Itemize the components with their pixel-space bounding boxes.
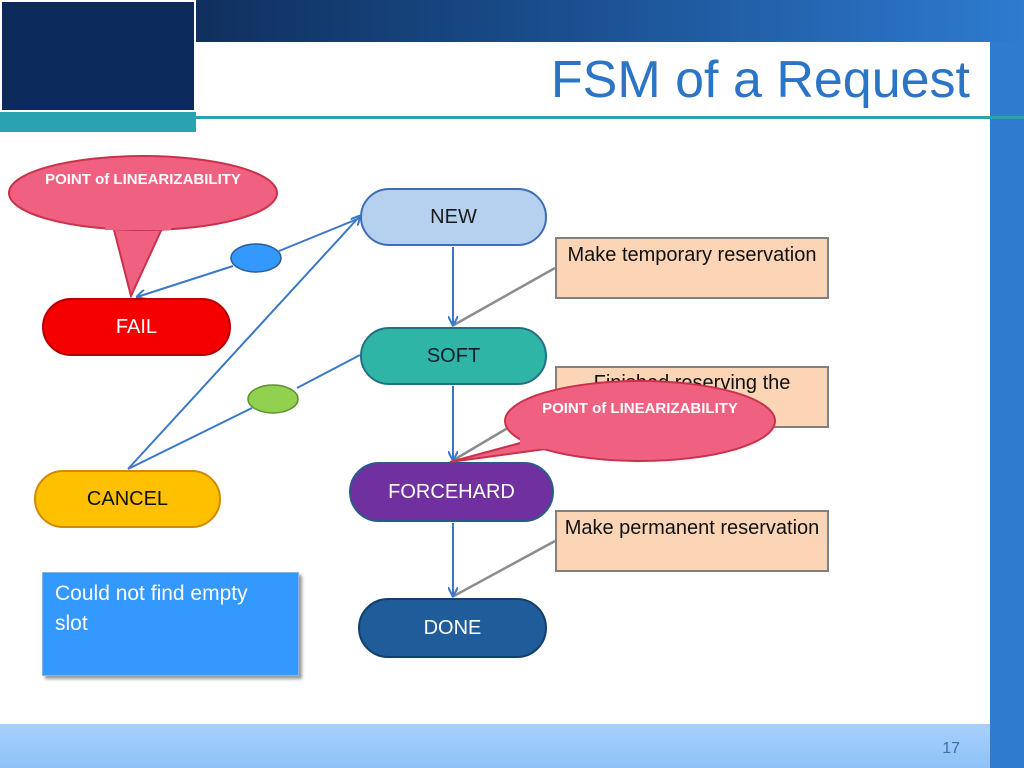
state-fail: FAIL — [42, 298, 231, 356]
callout-upper-pointer — [110, 221, 167, 299]
blue-transition-dot — [230, 243, 282, 273]
title-underline — [196, 116, 1024, 119]
header-band — [196, 0, 1024, 42]
state-done: DONE — [358, 598, 547, 658]
callout-lower-join — [520, 437, 566, 449]
state-soft: SOFT — [360, 327, 547, 385]
state-cancel: CANCEL — [34, 470, 221, 528]
line-new-to-blue-dot — [278, 217, 361, 252]
note-perm-connector — [451, 539, 556, 599]
note-temp-connector — [451, 266, 556, 328]
logo-box — [0, 0, 196, 112]
callout-upper-join — [105, 214, 171, 230]
arrow-cancel-to-new — [127, 216, 360, 470]
line-green-dot-to-cancel — [127, 407, 253, 470]
footer-band — [0, 724, 990, 768]
callout-lower-text: POINT of LINEARIZABILITY — [542, 400, 738, 417]
line-soft-to-green-dot — [296, 354, 361, 389]
note-permanent-reservation: Make permanent reservation — [555, 510, 829, 572]
green-transition-dot — [247, 384, 299, 414]
note-could-not-find-slot: Could not find empty slot — [42, 572, 299, 676]
state-forcehard: FORCEHARD — [349, 462, 554, 522]
arrow-blue-dot-to-fail — [137, 265, 234, 297]
logo-strip — [0, 112, 196, 132]
state-new: NEW — [360, 188, 547, 246]
page-number: 17 — [942, 740, 960, 757]
callout-lower-bubble — [504, 380, 776, 462]
callout-upper-text: POINT of LINEARIZABILITY — [45, 171, 241, 188]
right-band — [990, 42, 1024, 768]
note-temporary-reservation: Make temporary reservation — [555, 237, 829, 299]
slide-title: FSM of a Request — [550, 51, 970, 109]
